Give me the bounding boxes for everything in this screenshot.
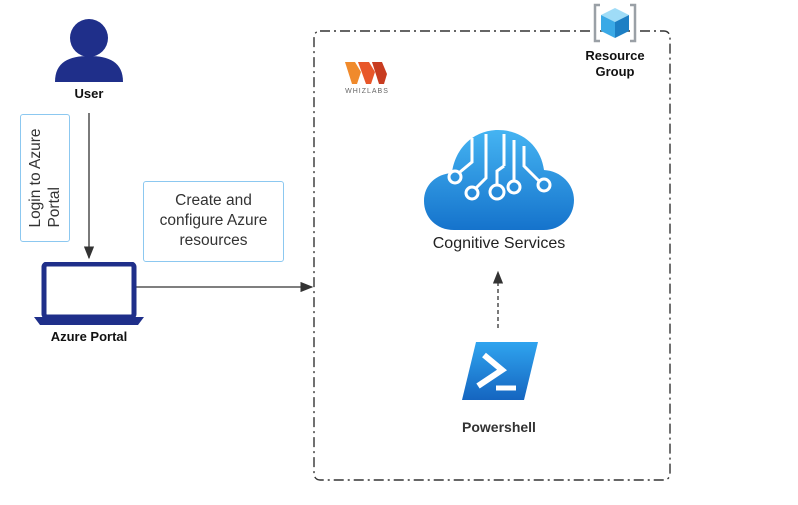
resource-group-container: [313, 30, 671, 481]
cognitive-services-icon: [424, 130, 574, 230]
azure-portal-label: Azure Portal: [50, 329, 128, 344]
user-label: User: [74, 86, 104, 101]
whizlabs-logo-icon: [345, 62, 387, 84]
powershell-label: Powershell: [462, 419, 536, 435]
cognitive-services-label: Cognitive Services: [432, 235, 566, 252]
powershell-icon: [462, 342, 538, 400]
resource-group-label: Resource Group: [585, 48, 645, 79]
whizlabs-logo-text: WHIZLABS: [345, 88, 389, 95]
create-note: Create and configure Azure resources: [143, 181, 284, 262]
login-note: Login to Azure Portal: [20, 114, 70, 242]
resource-group-icon: [593, 3, 637, 43]
laptop-icon: [34, 262, 144, 325]
login-note-text: Login to Azure Portal: [27, 128, 63, 228]
user-icon: [55, 19, 123, 82]
